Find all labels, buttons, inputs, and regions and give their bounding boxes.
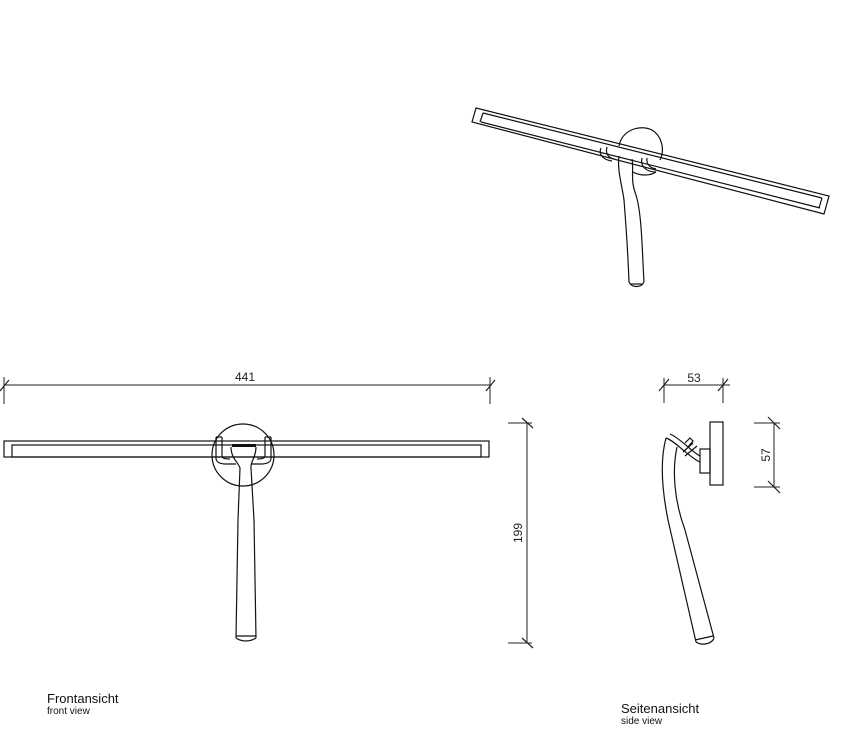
front-view: 441 199 bbox=[0, 370, 534, 649]
side-view: 53 57 bbox=[658, 371, 781, 645]
dimension-mount-height: 57 bbox=[754, 416, 781, 494]
front-view-title: Frontansicht bbox=[47, 691, 119, 706]
side-view-subtitle: side view bbox=[621, 716, 663, 727]
dimension-depth-label: 53 bbox=[687, 371, 701, 385]
dimension-width: 441 bbox=[0, 370, 496, 404]
perspective-view bbox=[471, 107, 830, 288]
side-view-caption: Seitenansicht side view bbox=[621, 701, 699, 728]
dimension-depth: 53 bbox=[658, 371, 730, 403]
dimension-width-label: 441 bbox=[235, 370, 255, 384]
front-view-caption: Frontansicht front view bbox=[47, 691, 119, 718]
side-view-title: Seitenansicht bbox=[621, 701, 700, 716]
dimension-height-label: 199 bbox=[511, 523, 525, 543]
dimension-mount-height-label: 57 bbox=[759, 448, 773, 462]
dimension-height: 199 bbox=[508, 417, 534, 649]
front-view-subtitle: front view bbox=[47, 706, 90, 717]
